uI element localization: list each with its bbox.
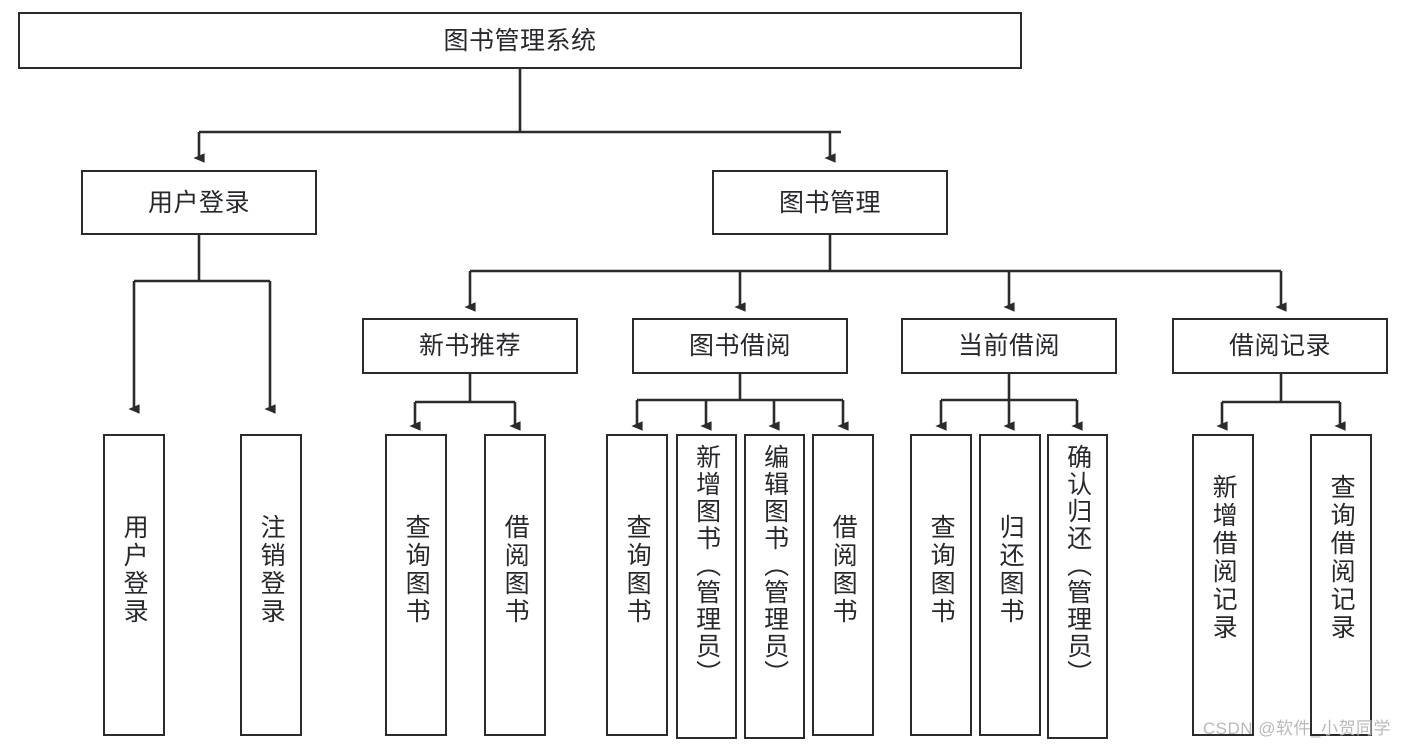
node-user-login[interactable]: 用户登录 <box>81 170 317 235</box>
node-label: 用户登录 <box>147 188 250 217</box>
node-label: 确认归还（管理员） <box>1063 444 1092 687</box>
node-label: 图书借阅 <box>688 332 791 360</box>
leaf-cb-return-book[interactable]: 归还图书 <box>979 434 1041 736</box>
node-label: 图书管理 <box>778 188 881 217</box>
node-label: 借阅图书 <box>501 514 530 626</box>
node-label: 图书管理系统 <box>443 26 597 55</box>
node-label: 用户登录 <box>120 514 149 626</box>
leaf-nb-query-book[interactable]: 查询图书 <box>385 434 447 736</box>
node-label: 注销登录 <box>257 514 286 626</box>
leaf-br-query-record[interactable]: 查询借阅记录 <box>1310 434 1372 736</box>
leaf-bb-borrow-book[interactable]: 借阅图书 <box>812 434 874 736</box>
node-label: 归还图书 <box>996 514 1025 626</box>
node-label: 借阅图书 <box>829 514 858 626</box>
leaf-cb-confirm-return-admin[interactable]: 确认归还（管理员） <box>1047 434 1108 739</box>
node-label: 查询图书 <box>402 514 431 626</box>
node-label: 查询借阅记录 <box>1327 474 1356 642</box>
node-new-book-recommend[interactable]: 新书推荐 <box>362 318 578 374</box>
leaf-bb-query-book[interactable]: 查询图书 <box>606 434 668 736</box>
node-current-borrow[interactable]: 当前借阅 <box>901 318 1117 374</box>
node-book-borrow[interactable]: 图书借阅 <box>632 318 848 374</box>
node-label: 新书推荐 <box>418 332 521 360</box>
node-label: 当前借阅 <box>957 332 1060 360</box>
node-label: 新增借阅记录 <box>1209 474 1238 642</box>
node-label: 编辑图书（管理员） <box>760 444 789 687</box>
leaf-bb-add-book-admin[interactable]: 新增图书（管理员） <box>676 434 737 739</box>
node-label: 查询图书 <box>623 514 652 626</box>
node-label: 查询图书 <box>927 514 956 626</box>
node-book-management[interactable]: 图书管理 <box>712 170 948 235</box>
leaf-bb-edit-book-admin[interactable]: 编辑图书（管理员） <box>744 434 805 739</box>
leaf-nb-borrow-book[interactable]: 借阅图书 <box>484 434 546 736</box>
node-label: 借阅记录 <box>1228 332 1331 360</box>
leaf-user-logout[interactable]: 注销登录 <box>240 434 302 736</box>
leaf-cb-query-book[interactable]: 查询图书 <box>910 434 972 736</box>
leaf-br-add-record[interactable]: 新增借阅记录 <box>1192 434 1254 736</box>
node-root-system[interactable]: 图书管理系统 <box>18 12 1022 69</box>
leaf-user-login[interactable]: 用户登录 <box>103 434 165 736</box>
node-label: 新增图书（管理员） <box>692 444 721 687</box>
watermark: CSDN @软件_小贺同学 <box>1202 719 1391 738</box>
node-borrow-record[interactable]: 借阅记录 <box>1172 318 1388 374</box>
